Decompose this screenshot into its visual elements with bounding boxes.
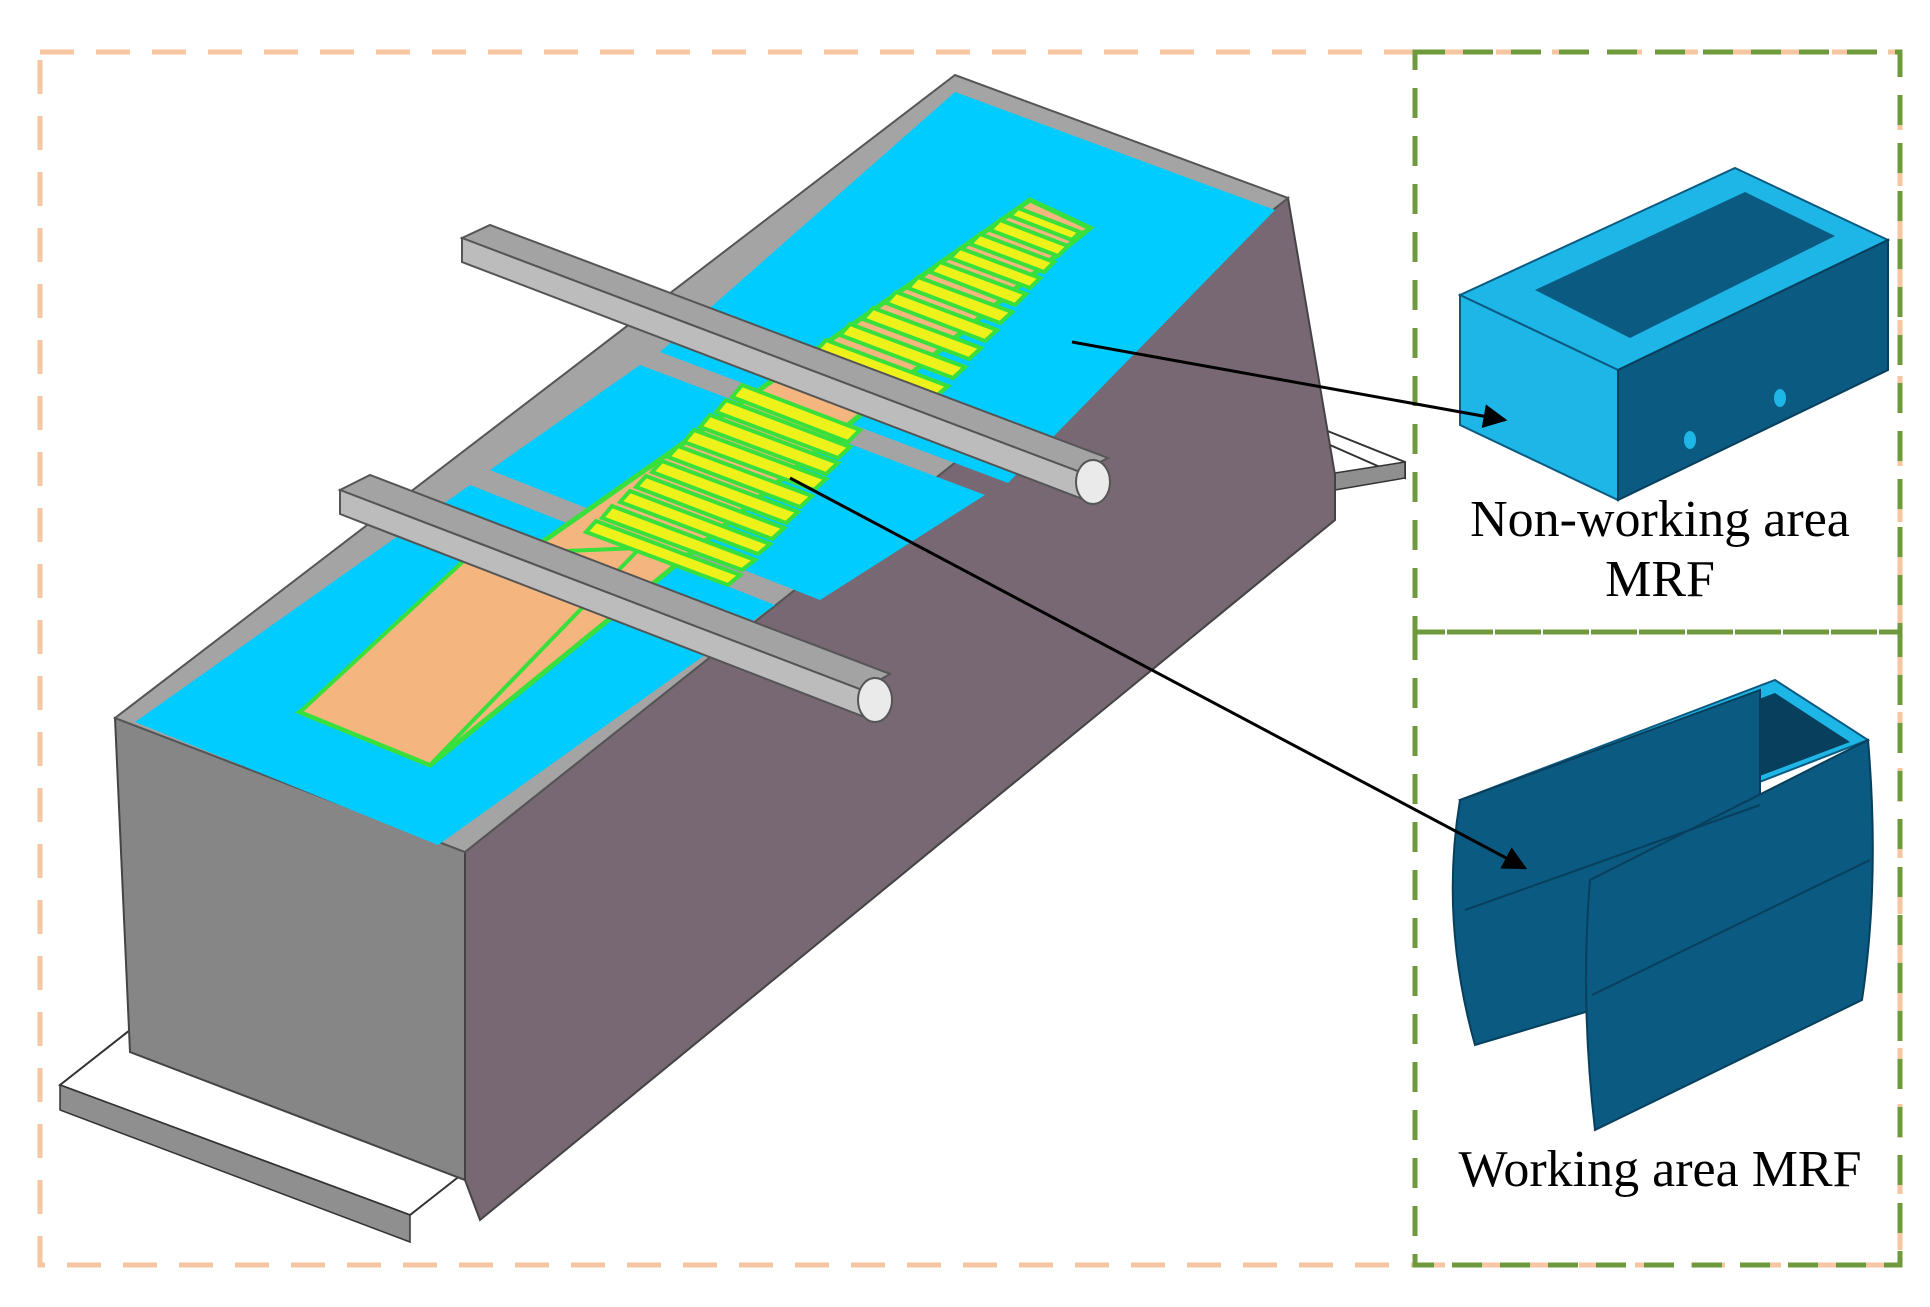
arrow-working (789, 476, 1528, 870)
rib-set-back (812, 205, 1084, 400)
base-plate-right-edge (1334, 461, 1406, 491)
base-plate-front-edge (59, 1083, 411, 1244)
non-working-label-line2: MRF (1605, 551, 1715, 608)
working-mrf-model (1451, 678, 1874, 1132)
outer-dashed-frame (37, 49, 1903, 1268)
non-working-mrf-model (1457, 166, 1891, 502)
clamp-bar-back (459, 223, 1111, 505)
working-area-label: Working area MRF (1458, 1141, 1862, 1198)
tank-assembly (57, 73, 1406, 1244)
non-working-area-label: Non-working area MRF (1415, 490, 1905, 610)
working-area-frame (1412, 629, 1903, 1268)
non-working-label-line1: Non-working area (1470, 491, 1850, 548)
rib-set-middle (582, 382, 864, 588)
clamp-bar-front (337, 473, 893, 723)
arrow-non-working (1071, 340, 1508, 428)
